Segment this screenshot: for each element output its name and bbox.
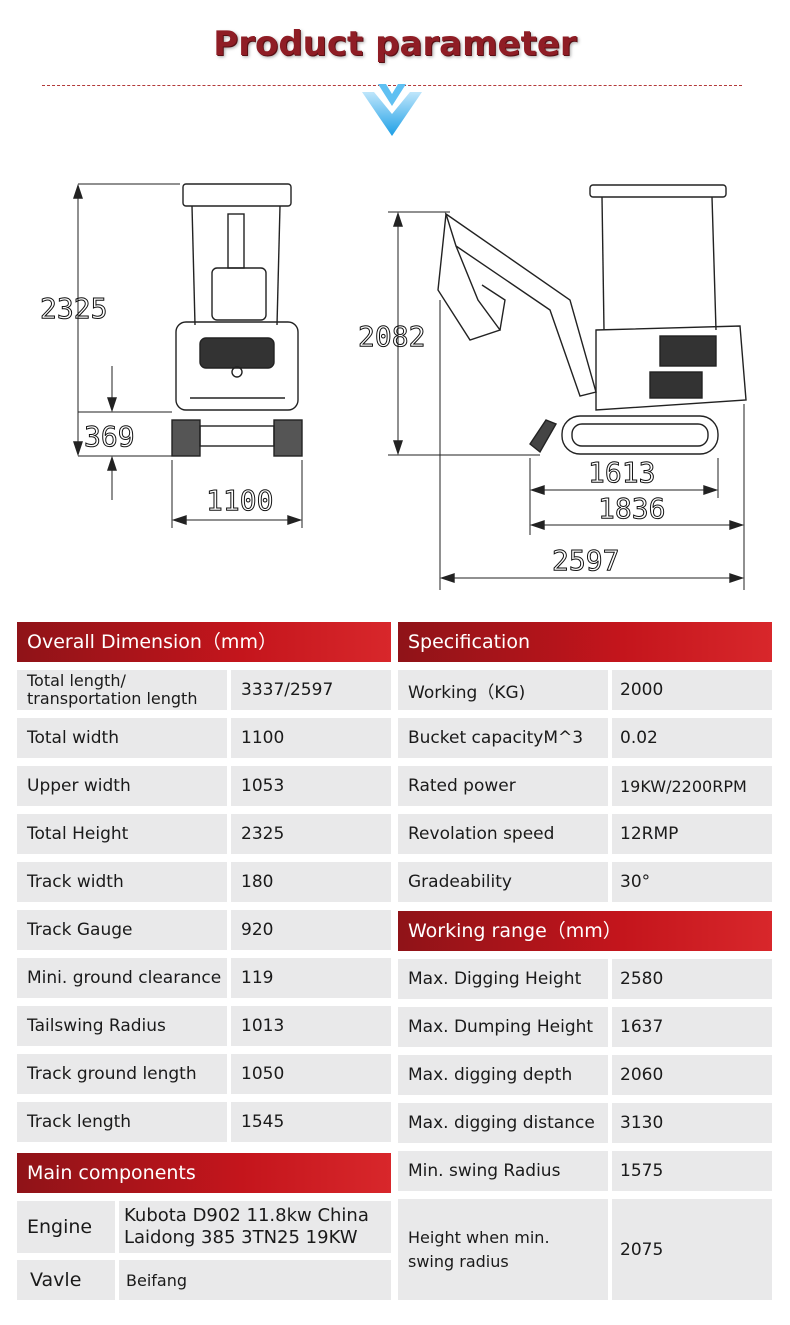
working-row-value: 2075 <box>612 1199 772 1300</box>
spec-row-value: 19KW/2200RPM <box>612 766 772 806</box>
overall-row-label: Track width <box>17 862 227 902</box>
dim-track-ground: 1613 <box>588 456 655 489</box>
working-row-value: 3130 <box>612 1103 772 1143</box>
overall-row-value: 920 <box>231 910 391 950</box>
spec-row-label: Bucket capacityM^3 <box>398 718 608 758</box>
overall-row-label: Track ground length <box>17 1054 227 1094</box>
overall-row-value: 1545 <box>231 1102 391 1142</box>
front-view <box>73 183 303 528</box>
overall-row-value: 1050 <box>231 1054 391 1094</box>
spec-row-value: 30° <box>612 862 772 902</box>
overall-row-label: Track length <box>17 1102 227 1142</box>
spec-row-label: Revolation speed <box>398 814 608 854</box>
components-row-value: Beifang <box>119 1260 391 1300</box>
page-title: Product parameter <box>213 24 577 64</box>
components-row-label: Engine <box>17 1201 115 1253</box>
dim-front-height: 2325 <box>40 292 107 325</box>
components-row-label: Vavle <box>17 1260 115 1300</box>
spec-row-value: 12RMP <box>612 814 772 854</box>
working-row-label: Max. Digging Height <box>398 959 608 999</box>
overall-row-label: Total length/ transportation length <box>17 670 227 710</box>
working-range-header: Working range（mm） <box>398 911 772 951</box>
chevron-down-icon <box>362 84 422 136</box>
overall-row-value: 119 <box>231 958 391 998</box>
working-row-value: 1575 <box>612 1151 772 1191</box>
spec-row-label: Gradeability <box>398 862 608 902</box>
overall-row-value: 1053 <box>231 766 391 806</box>
working-row-label: Min. swing Radius <box>398 1151 608 1191</box>
excavator-drawing: 2325 369 1100 2082 1613 1836 2597 <box>40 183 747 590</box>
spec-row-value: 0.02 <box>612 718 772 758</box>
components-row-value: Kubota D902 11.8kw China Laidong 385 3TN… <box>119 1201 391 1253</box>
dim-total-length: 2597 <box>552 544 619 577</box>
overall-row-label: Total Height <box>17 814 227 854</box>
working-row-label: Max. digging distance <box>398 1103 608 1143</box>
overall-row-label: Total width <box>17 718 227 758</box>
side-view <box>388 184 747 590</box>
overall-row-value: 1100 <box>231 718 391 758</box>
specification-header: Specification <box>398 622 772 662</box>
dim-track-length: 1836 <box>598 492 665 525</box>
spec-row-value: 2000 <box>612 670 772 710</box>
overall-row-label: Upper width <box>17 766 227 806</box>
overall-row-value: 3337/2597 <box>231 670 391 710</box>
dim-front-width: 1100 <box>206 484 273 517</box>
overall-dimension-header: Overall Dimension（mm） <box>17 622 391 662</box>
working-row-value: 2060 <box>612 1055 772 1095</box>
overall-row-value: 180 <box>231 862 391 902</box>
spec-row-label: Working（KG) <box>398 670 608 710</box>
main-components-header: Main components <box>17 1153 391 1193</box>
working-row-value: 1637 <box>612 1007 772 1047</box>
overall-row-label: Track Gauge <box>17 910 227 950</box>
overall-row-value: 2325 <box>231 814 391 854</box>
dim-front-clearance: 369 <box>84 420 135 453</box>
overall-row-value: 1013 <box>231 1006 391 1046</box>
working-row-label: Max. digging depth <box>398 1055 608 1095</box>
overall-row-label: Tailswing Radius <box>17 1006 227 1046</box>
spec-row-label: Rated power <box>398 766 608 806</box>
overall-row-label: Mini. ground clearance <box>17 958 227 998</box>
working-row-value: 2580 <box>612 959 772 999</box>
working-row-label: Max. Dumping Height <box>398 1007 608 1047</box>
dim-side-height: 2082 <box>358 320 425 353</box>
working-row-label: Height when min. swing radius <box>398 1199 608 1300</box>
title-divider <box>42 85 742 86</box>
